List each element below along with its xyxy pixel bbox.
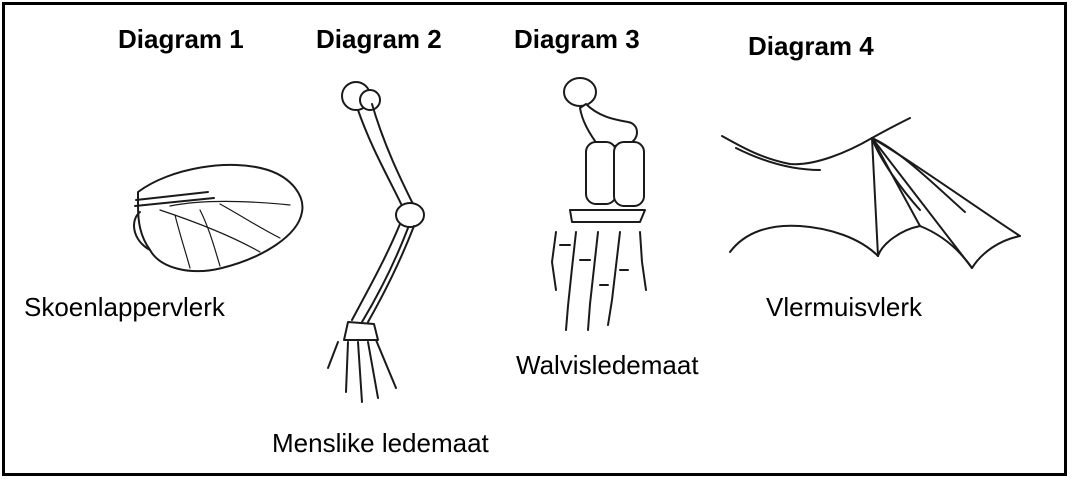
human-limb-drawing [328, 82, 424, 402]
bat-wing-drawing [722, 118, 1020, 268]
butterfly-wing-drawing [134, 165, 302, 271]
diagram-4-caption: Vlermuisvlerk [766, 292, 922, 323]
diagram-3-caption: Walvisledemaat [516, 350, 699, 381]
whale-limb-drawing [552, 78, 646, 330]
diagram-2-caption: Menslike ledemaat [272, 428, 489, 459]
diagram-1-caption: Skoenlappervlerk [24, 292, 225, 323]
